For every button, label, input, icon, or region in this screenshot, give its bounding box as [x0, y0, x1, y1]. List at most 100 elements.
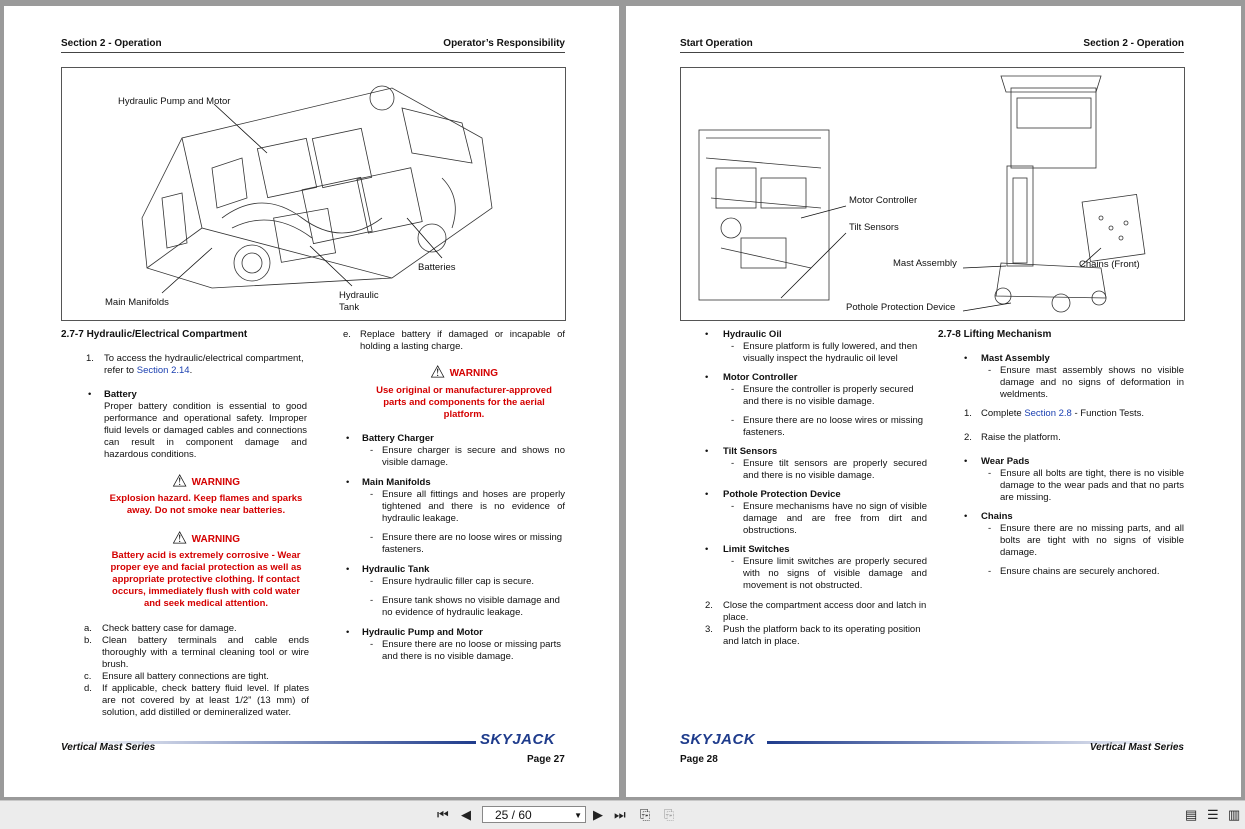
step-number: 1.	[86, 353, 94, 364]
skyjack-logo: SKYJACK	[480, 731, 555, 748]
step-number: 2.	[964, 432, 972, 443]
battery-title: Battery	[104, 389, 137, 400]
warning-icon: ⚠	[171, 471, 188, 491]
last-page-icon[interactable]: ⏭	[614, 807, 626, 822]
group-line: Ensure there are no loose wires or missi…	[382, 532, 563, 555]
group-line: Ensure all fittings and hoses are proper…	[382, 489, 565, 524]
item-letter: a.	[84, 623, 92, 634]
warning-text: Explosion hazard. Keep flames and sparks…	[109, 493, 303, 516]
bullet: •	[705, 446, 709, 457]
label-motor-controller: Motor Controller	[849, 195, 918, 206]
logo-text-b: JACK	[712, 731, 756, 748]
group-title: Tilt Sensors	[723, 446, 778, 457]
group-title: Chains	[981, 511, 1013, 522]
single-page-view-icon[interactable]: ▤	[1185, 807, 1198, 822]
step-text: To access the hydraulic/electrical compa…	[104, 353, 309, 377]
section-title: 2.7-7 Hydraulic/Electrical Compartment	[61, 329, 248, 340]
footer-rule	[767, 741, 1184, 744]
compartment-figure: Hydraulic Pump and Motor Main Manifolds …	[61, 67, 566, 321]
section-link[interactable]: Section 2.14	[136, 365, 190, 376]
viewer-toolbar: ⏮ ◀ 25 / 60 ▼ ▶ ⏭ ⎘ ⎘ ▤ ☰ ▥	[0, 800, 1245, 829]
check-group: •Hydraulic Tank -Ensure hydraulic filler…	[346, 564, 565, 619]
warning-label: WARNING	[191, 477, 241, 488]
group-title: Hydraulic Oil	[723, 329, 782, 340]
go-forward-icon[interactable]: ⎘	[664, 807, 675, 822]
step-text: Push the platform back to its operating …	[723, 624, 921, 647]
group-line: Ensure platform is fully lowered, and th…	[743, 341, 918, 364]
section-title: 2.7-8 Lifting Mechanism	[938, 329, 1052, 340]
item-letter: c.	[84, 671, 92, 682]
bullet: •	[346, 433, 350, 444]
logo-text-b: JACK	[512, 731, 556, 748]
list-item: c.Ensure all battery connections are tig…	[84, 671, 309, 683]
continuous-view-icon[interactable]: ☰	[1207, 807, 1219, 822]
label-main-manifolds: Main Manifolds	[105, 297, 169, 308]
header-left: Start Operation	[680, 38, 753, 49]
warning-text: Battery acid is extremely corrosive - We…	[110, 550, 302, 609]
skyjack-logo: SKYJACK	[680, 731, 755, 748]
step-item: 2.Close the compartment access door and …	[705, 600, 927, 624]
first-page-icon[interactable]: ⏮	[437, 807, 449, 822]
section-link[interactable]: Section 2.8	[1024, 408, 1072, 419]
step-item: 1. Complete Section 2.8 - Function Tests…	[964, 408, 1184, 420]
step-text: Close the compartment access door and la…	[723, 600, 927, 623]
group-line: Ensure limit switches are properly secur…	[743, 556, 927, 591]
group-line: Ensure hydraulic filler cap is secure.	[382, 576, 535, 587]
list-item: e. Replace battery if damaged or incapab…	[343, 329, 565, 353]
dash: -	[370, 576, 374, 587]
warning-header: ⚠ WARNING	[364, 363, 564, 381]
group-title: Hydraulic Tank	[362, 564, 430, 575]
check-group: • Hydraulic Oil -Ensure platform is fully…	[705, 329, 927, 365]
header-left: Section 2 - Operation	[61, 38, 162, 49]
item-letter: b.	[84, 635, 92, 646]
go-back-icon[interactable]: ⎘	[640, 807, 651, 822]
two-page-view-icon[interactable]: ▥	[1228, 807, 1241, 822]
group-line: Ensure mechanisms have no sign of visibl…	[743, 501, 927, 536]
group-title: Pothole Protection Device	[723, 489, 841, 500]
label-hydraulic-tank: Hydraulic Tank	[339, 290, 379, 313]
footer-rule	[61, 741, 476, 744]
right-page: Start Operation Section 2 - Operation	[626, 6, 1241, 797]
dash: -	[988, 523, 992, 534]
dash: -	[988, 566, 992, 577]
group-line: Ensure the controller is properly secure…	[743, 384, 914, 407]
list-item: a.Check battery case for damage.	[84, 623, 309, 635]
footer-series: Vertical Mast Series	[1089, 742, 1184, 753]
left-page: Section 2 - Operation Operator’s Respons…	[4, 6, 619, 797]
bullet: •	[964, 511, 968, 522]
step-text: Complete Section 2.8 - Function Tests.	[981, 408, 1144, 420]
lift-drawing	[698, 75, 1146, 313]
check-group: •Tilt Sensors -Ensure tilt sensors are p…	[705, 446, 927, 482]
previous-page-icon[interactable]: ◀	[461, 807, 471, 822]
header-right: Section 2 - Operation	[1083, 38, 1184, 49]
item-text: Clean battery terminals and cable ends t…	[102, 635, 309, 670]
check-group: •Main Manifolds -Ensure all fittings and…	[346, 477, 565, 556]
dash: -	[731, 415, 735, 426]
bullet: •	[88, 389, 92, 400]
bullet: •	[705, 544, 709, 555]
bullet: •	[346, 477, 350, 488]
label-pump-motor: Hydraulic Pump and Motor	[118, 96, 231, 107]
dash: -	[731, 384, 735, 395]
logo-text-a: SKY	[680, 731, 713, 748]
check-group: •Wear Pads -Ensure all bolts are tight, …	[964, 456, 1184, 504]
bullet: •	[964, 456, 968, 467]
page-select[interactable]: 25 / 60 ▼	[482, 806, 586, 823]
bullet: •	[346, 627, 350, 638]
bullet: •	[705, 372, 709, 383]
list-item: d. If applicable, check battery fluid lev…	[84, 683, 309, 719]
group-title: Hydraulic Pump and Motor	[362, 627, 483, 638]
group-title: Limit Switches	[723, 544, 790, 555]
step-text-end: - Function Tests.	[1071, 408, 1145, 419]
item-letter: d.	[84, 683, 92, 694]
bullet: •	[705, 489, 709, 500]
dash: -	[370, 639, 374, 650]
next-page-icon[interactable]: ▶	[593, 807, 603, 822]
dash: -	[731, 501, 735, 512]
label-mast-assembly: Mast Assembly	[893, 258, 957, 269]
warning-label: WARNING	[191, 534, 241, 545]
dash: -	[731, 341, 735, 352]
item-text: If applicable, check battery fluid level…	[102, 683, 309, 718]
group-line: Ensure there are no loose wires or missi…	[743, 415, 924, 438]
bullet: •	[705, 329, 709, 340]
